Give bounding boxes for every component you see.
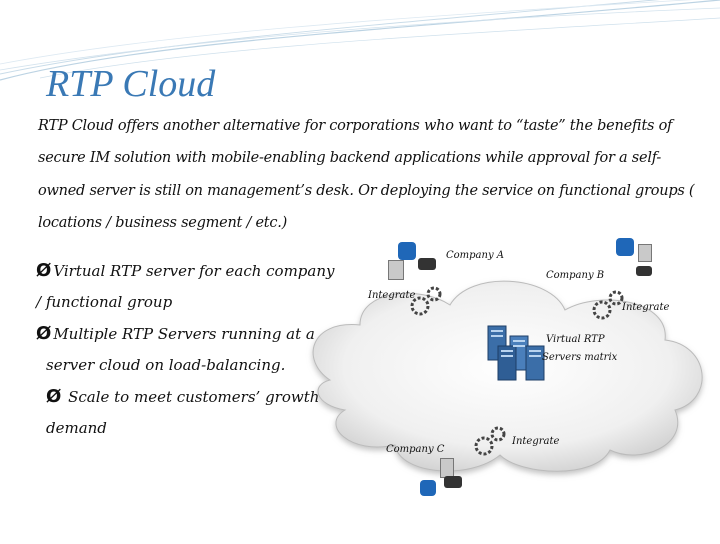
intro-paragraph: RTP Cloud offers another alternative for… (38, 110, 695, 239)
server-icon (418, 258, 436, 270)
paragraph-line: locations / business segment / etc.) (38, 214, 288, 231)
company-a-label: Company A (446, 250, 505, 261)
bullet-text-continued: server cloud on load-balancing. (46, 356, 286, 374)
integrate-label: Integrate (622, 302, 670, 313)
gear-icon (410, 286, 442, 316)
gear-icon (474, 426, 506, 456)
bullet-text: Virtual RTP server for each company (53, 262, 335, 280)
header-decoration (0, 0, 720, 81)
arrow-bullet-icon: Ø (46, 386, 62, 407)
company-c-label: Company C (386, 444, 445, 455)
paragraph-line: owned server is still on management’s de… (38, 182, 695, 199)
chat-app-icon (398, 242, 416, 260)
bullet-item: Ø Scale to meet customers’ growth (36, 381, 320, 413)
rtp-cloud-diagram: Company A Company B Integrate Integrate … (300, 230, 720, 540)
server-icon (388, 260, 404, 280)
arrow-bullet-icon: Ø (36, 260, 52, 281)
server-icon (636, 266, 652, 276)
chat-app-icon (616, 238, 634, 256)
server-icon (638, 244, 652, 262)
bullet-text-continued: / functional group (36, 293, 173, 311)
bullet-text-continued: demand (46, 419, 107, 437)
cloud-shape (312, 280, 703, 472)
page-title: RTP Cloud (46, 63, 216, 105)
bullet-text: Multiple RTP Servers running at a (53, 325, 315, 343)
integrate-label: Integrate (368, 290, 416, 301)
bullet-text: Scale to meet customers’ growth (63, 388, 320, 406)
paragraph-line: secure IM solution with mobile-enabling … (38, 150, 661, 167)
server-icon (444, 476, 462, 488)
servers-label-line2: Servers matrix (542, 352, 618, 363)
server-rack-icon (487, 325, 545, 381)
integrate-label: Integrate (512, 436, 560, 447)
company-b-label: Company B (546, 270, 605, 281)
servers-label-line1: Virtual RTP (546, 334, 605, 345)
arrow-bullet-icon: Ø (36, 323, 52, 344)
gear-icon (592, 290, 624, 320)
server-icon (440, 458, 454, 478)
paragraph-line: RTP Cloud offers another alternative for… (38, 118, 673, 134)
chat-app-icon (420, 480, 436, 496)
